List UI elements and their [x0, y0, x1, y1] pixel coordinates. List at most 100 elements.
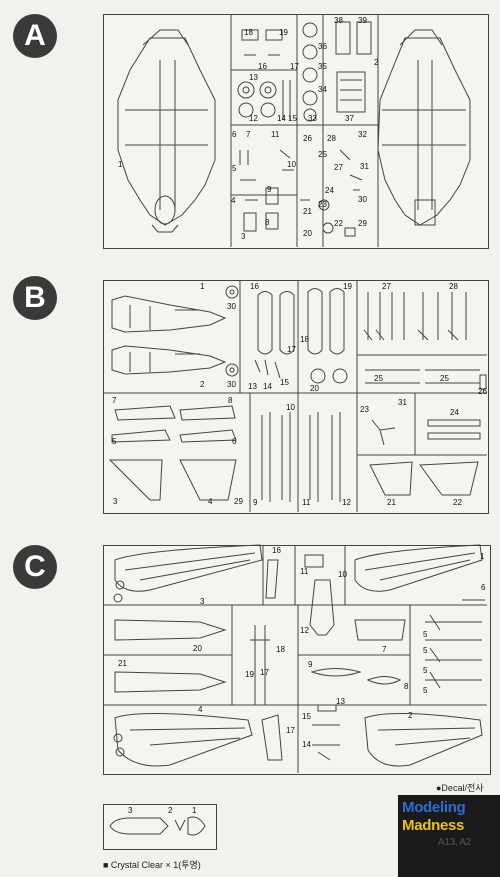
part-label-c5d: 5: [423, 686, 428, 695]
part-label-a24: 24: [325, 186, 334, 195]
part-label-a25: 25: [318, 150, 327, 159]
part-label-b31: 31: [398, 398, 407, 407]
part-label-b25b: 25: [440, 374, 449, 383]
part-label-b29: 29: [234, 497, 243, 506]
part-label-a18: 18: [244, 28, 253, 37]
part-label-a5: 5: [232, 164, 237, 173]
part-label-b4: 4: [208, 497, 213, 506]
part-label-c5c: 5: [423, 666, 428, 675]
part-label-b7: 7: [112, 396, 117, 405]
part-label-clear1: 1: [192, 806, 197, 815]
part-label-a32: 32: [358, 130, 367, 139]
part-label-c13: 13: [336, 697, 345, 706]
part-label-c3: 3: [200, 597, 205, 606]
part-label-a37: 37: [345, 114, 354, 123]
part-label-a34: 34: [318, 85, 327, 94]
part-label-a38: 38: [334, 16, 343, 25]
part-label-a10: 10: [287, 160, 296, 169]
part-label-c4: 4: [198, 705, 203, 714]
part-label-c14: 14: [302, 740, 311, 749]
section-badge-b: B: [13, 276, 57, 320]
part-label-a23: 23: [318, 200, 327, 209]
part-label-a14: 14: [277, 114, 286, 123]
part-label-b10: 10: [286, 403, 295, 412]
part-label-a33: 33: [308, 114, 317, 123]
part-label-c15: 15: [302, 712, 311, 721]
sprue-clear-frame: [103, 804, 217, 850]
part-label-c20: 20: [193, 644, 202, 653]
part-label-a36: 36: [318, 42, 327, 51]
sprue-b-frame: [103, 280, 489, 514]
part-label-a17: 17: [290, 62, 299, 71]
part-label-c7: 7: [382, 645, 387, 654]
part-label-b11: 11: [302, 498, 311, 507]
part-label-b21: 21: [387, 498, 396, 507]
part-label-c21: 21: [118, 659, 127, 668]
watermark-line1: Modeling: [402, 799, 466, 816]
part-label-c19: 19: [245, 670, 254, 679]
part-label-a8: 8: [265, 218, 270, 227]
part-label-b22: 22: [453, 498, 462, 507]
part-label-a12: 12: [249, 114, 258, 123]
part-label-b8: 8: [228, 396, 233, 405]
clear-sprue-caption: ■ Crystal Clear × 1(투명): [103, 860, 201, 870]
part-label-a1: 1: [118, 160, 123, 169]
part-label-a6: 6: [232, 130, 237, 139]
part-label-clear2: 2: [168, 806, 173, 815]
part-label-a19: 19: [279, 28, 288, 37]
decal-label: ●Decal/전사: [436, 783, 484, 793]
part-label-a20: 20: [303, 229, 312, 238]
part-label-b28: 28: [449, 282, 458, 291]
part-label-a39: 39: [358, 16, 367, 25]
sprue-a-frame: [103, 14, 489, 249]
part-label-b9: 9: [253, 498, 258, 507]
part-label-c10: 10: [338, 570, 347, 579]
part-label-c6: 6: [481, 583, 486, 592]
part-label-b18: 18: [300, 335, 309, 344]
watermark-line2: Madness: [402, 817, 465, 834]
part-label-a31: 31: [360, 162, 369, 171]
section-badge-a: A: [13, 14, 57, 58]
part-label-a22: 22: [334, 219, 343, 228]
part-label-b30b: 30: [227, 380, 236, 389]
part-label-a29: 29: [358, 219, 367, 228]
watermark-extra: A13, A2: [438, 837, 471, 848]
section-badge-c: C: [13, 545, 57, 589]
part-label-a28: 28: [327, 134, 336, 143]
part-label-a13: 13: [249, 73, 258, 82]
part-label-b27: 27: [382, 282, 391, 291]
part-label-b1: 1: [200, 282, 205, 291]
part-label-c9: 9: [308, 660, 313, 669]
part-label-b13: 13: [248, 382, 257, 391]
part-label-b19: 19: [343, 282, 352, 291]
part-label-c17b: 17: [286, 726, 295, 735]
part-label-c16: 16: [272, 546, 281, 555]
part-label-b6: 6: [232, 437, 237, 446]
part-label-c12: 12: [300, 626, 309, 635]
part-label-a27: 27: [334, 163, 343, 172]
part-label-a11: 11: [271, 130, 280, 139]
part-label-a9: 9: [267, 185, 272, 194]
part-label-a35: 35: [318, 62, 327, 71]
part-label-c11: 11: [300, 567, 309, 576]
part-label-clear3: 3: [128, 806, 133, 815]
part-label-a15: 15: [288, 114, 297, 123]
part-label-a7: 7: [246, 130, 251, 139]
part-label-c5a: 5: [423, 630, 428, 639]
part-label-a21: 21: [303, 207, 312, 216]
part-label-b5: 5: [112, 437, 117, 446]
part-label-b12: 12: [342, 498, 351, 507]
part-label-c8: 8: [404, 682, 409, 691]
part-label-b26: 26: [478, 387, 487, 396]
part-label-b15: 15: [280, 378, 289, 387]
part-label-a4: 4: [231, 196, 236, 205]
part-label-a16: 16: [258, 62, 267, 71]
part-label-b30a: 30: [227, 302, 236, 311]
part-label-c5b: 5: [423, 646, 428, 655]
part-label-a2: 2: [374, 58, 379, 67]
part-label-b14: 14: [263, 382, 272, 391]
part-label-b17: 17: [287, 345, 296, 354]
part-label-b16: 16: [250, 282, 259, 291]
part-label-a30: 30: [358, 195, 367, 204]
